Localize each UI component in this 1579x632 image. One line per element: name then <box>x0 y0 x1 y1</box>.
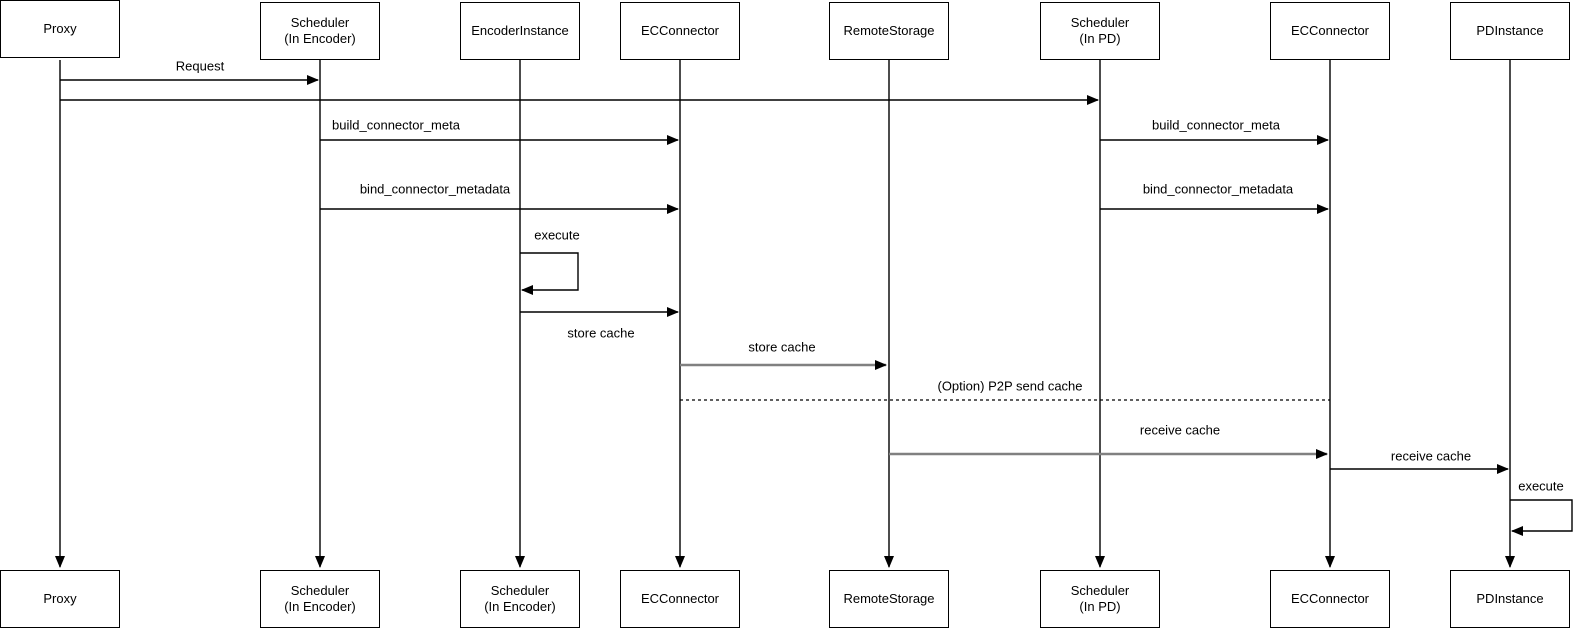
message-label-build-connector-meta-encoder: build_connector_meta <box>330 117 462 133</box>
actor-label: ECConnector <box>1290 590 1370 606</box>
actor-bottom-remotestorage: RemoteStorage <box>829 570 949 628</box>
message-label-receive-cache-remote: receive cache <box>1137 422 1223 438</box>
message-label-execute-encoder: execute <box>532 227 582 243</box>
actor-top-scheduler-encoder: Scheduler (In Encoder) <box>260 2 380 60</box>
actor-top-remotestorage: RemoteStorage <box>829 2 949 60</box>
actor-top-pdinstance: PDInstance <box>1450 2 1570 60</box>
actor-label: Scheduler (In Encoder) <box>284 14 356 46</box>
actor-top-scheduler-pd: Scheduler (In PD) <box>1040 2 1160 60</box>
actor-label: Scheduler (In PD) <box>1070 14 1130 46</box>
message-label-receive-cache-pd: receive cache <box>1388 448 1474 464</box>
actor-label: EncoderInstance <box>471 22 569 38</box>
actor-top-ecconnector-2: ECConnector <box>1270 2 1390 60</box>
actor-label: Scheduler (In Encoder) <box>284 582 356 614</box>
actor-label: PDInstance <box>1476 22 1544 38</box>
message-line-execute-encoder-selfloop <box>520 252 579 295</box>
actor-bottom-scheduler-encoder-1: Scheduler (In Encoder) <box>260 570 380 628</box>
message-label-execute-pd: execute <box>1516 478 1566 494</box>
message-label-request: Request <box>173 58 227 74</box>
actor-label: Proxy <box>43 590 77 606</box>
actor-bottom-pdinstance: PDInstance <box>1450 570 1570 628</box>
actor-bottom-scheduler-encoder-2: Scheduler (In Encoder) <box>460 570 580 628</box>
actor-label: Scheduler (In Encoder) <box>484 582 556 614</box>
actor-label: Proxy <box>43 20 77 36</box>
actor-bottom-scheduler-pd: Scheduler (In PD) <box>1040 570 1160 628</box>
message-label-store-cache-remote: store cache <box>746 339 818 355</box>
message-label-p2p-send-cache: (Option) P2P send cache <box>935 378 1085 394</box>
actor-label: PDInstance <box>1476 590 1544 606</box>
message-line-execute-pd-selfloop <box>1510 499 1573 536</box>
message-label-bind-connector-metadata-pd: bind_connector_metadata <box>1140 181 1296 197</box>
message-label-build-connector-meta-pd: build_connector_meta <box>1150 117 1282 133</box>
actor-top-proxy: Proxy <box>0 0 120 58</box>
actor-label: RemoteStorage <box>843 590 935 606</box>
actor-top-ecconnector-1: ECConnector <box>620 2 740 60</box>
actor-bottom-proxy: Proxy <box>0 570 120 628</box>
message-label-bind-connector-metadata-encoder: bind_connector_metadata <box>357 181 513 197</box>
actor-bottom-ecconnector-2: ECConnector <box>1270 570 1390 628</box>
actor-top-encoderinstance: EncoderInstance <box>460 2 580 60</box>
actor-label: RemoteStorage <box>843 22 935 38</box>
actor-label: ECConnector <box>640 22 720 38</box>
actor-bottom-ecconnector-1: ECConnector <box>620 570 740 628</box>
actor-label: Scheduler (In PD) <box>1070 582 1130 614</box>
actor-label: ECConnector <box>640 590 720 606</box>
message-label-store-cache-encoder: store cache <box>565 325 637 341</box>
actor-label: ECConnector <box>1290 22 1370 38</box>
